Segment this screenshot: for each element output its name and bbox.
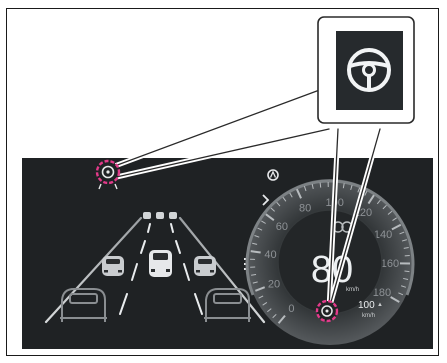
gauge-tick-label: 40 [264,249,276,261]
gauge-tick-label: 20 [268,279,280,291]
cruise-steering-indicator [317,301,337,321]
car-distant [156,212,164,219]
car-distant [169,212,177,219]
gauge-minor-tick [320,183,321,188]
set-speed: 100 [358,300,375,311]
gauge-major-tick [251,251,261,252]
gauge-tick-label: 80 [299,202,311,214]
set-speed-unit: km/h [362,313,375,319]
car-distant [143,212,151,219]
set-speed-indicator: ▲ [377,302,383,308]
car-mid-right [194,256,216,276]
callout-box [318,17,414,123]
car-lead [149,250,172,277]
gauge-tick-label: 60 [276,221,288,233]
gauge-tick-label: 0 [288,303,294,315]
car-mid-left [102,256,124,276]
gauge-tick-label: 160 [381,258,399,270]
gauge-tick-label: 180 [373,287,391,299]
gauge-minor-tick [404,271,409,272]
current-speed-unit: km/h [346,287,359,293]
